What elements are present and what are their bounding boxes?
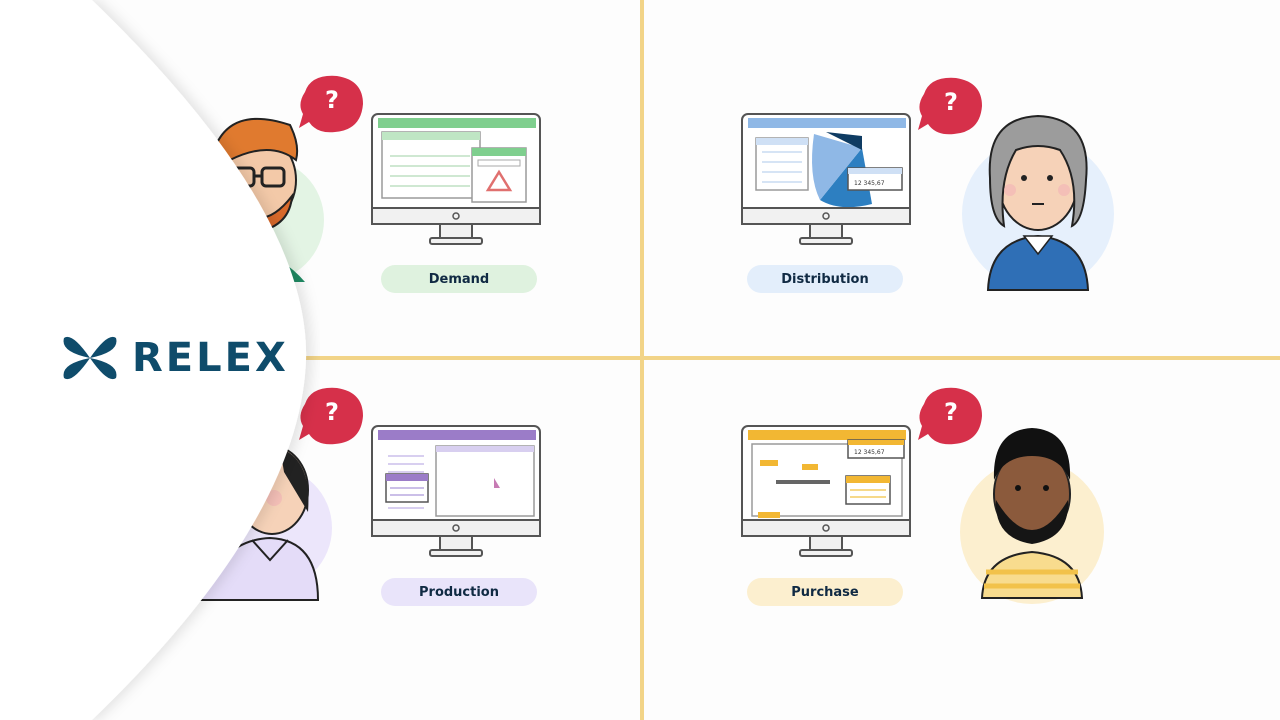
vertical-divider	[640, 0, 644, 720]
horizontal-divider	[290, 356, 1280, 360]
question-mark: ?	[325, 86, 339, 114]
question-bubble: ?	[297, 74, 367, 136]
relex-logo: RELEX	[62, 330, 289, 386]
question-mark: ?	[325, 398, 339, 426]
quadrant-purchase: 12 345,67 ?	[640, 360, 1280, 720]
relex-logo-text: RELEX	[132, 335, 289, 381]
question-bubble: ?	[297, 386, 367, 448]
quadrant-production: ? Production	[0, 360, 640, 720]
relex-logo-icon	[63, 336, 117, 380]
question-mark: ?	[944, 88, 958, 116]
label-demand: Demand	[381, 265, 537, 293]
production-illustration	[198, 425, 541, 601]
label-distribution: Distribution	[747, 265, 903, 293]
label-purchase: Purchase	[747, 578, 903, 606]
question-mark: ?	[944, 398, 958, 426]
distribution-illustration: 12 345,67	[741, 113, 1114, 291]
purchase-illustration: 12 345,67	[741, 425, 1104, 604]
distribution-value: 12 345,67	[854, 180, 885, 187]
question-bubble: ?	[916, 76, 986, 138]
question-bubble: ?	[916, 386, 986, 448]
quadrant-distribution: 12 345,67 ? Distribution	[640, 0, 1280, 360]
label-production: Production	[381, 578, 537, 606]
purchase-value: 12 345,67	[854, 449, 885, 456]
logo-panel: RELEX	[0, 0, 320, 720]
